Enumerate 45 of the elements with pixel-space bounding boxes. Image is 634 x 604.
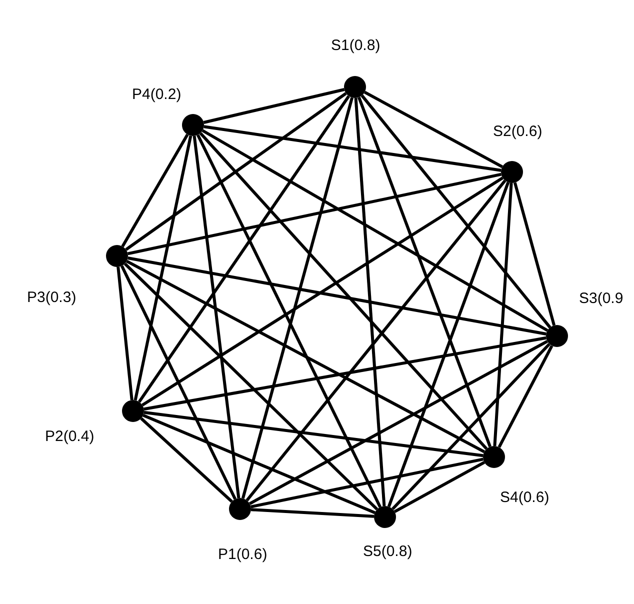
edge-line [142, 414, 376, 514]
edge-line [250, 458, 484, 508]
edge-line [128, 256, 546, 336]
edge-line [202, 129, 548, 332]
edge-line [125, 92, 347, 251]
edge-line [203, 88, 345, 124]
graph-vertex [501, 161, 523, 183]
edge-line [394, 460, 486, 514]
edge-line [127, 172, 502, 256]
edge-line [248, 340, 548, 506]
edge-line [126, 260, 485, 454]
edge-line [204, 125, 502, 172]
edge-line [192, 136, 240, 498]
graph-vertex [483, 446, 505, 468]
edge-line [121, 134, 189, 248]
graph-vertex [546, 325, 568, 347]
graph-vertex [344, 76, 366, 98]
edge-line [513, 182, 556, 326]
graph-vertex [229, 498, 251, 520]
edge-line [196, 134, 382, 508]
edge-line [116, 266, 134, 400]
edge-line [493, 182, 513, 446]
edge-line [246, 180, 506, 502]
edge-line [142, 176, 504, 406]
edge-line [358, 96, 492, 448]
edge-line [124, 262, 378, 510]
graph-vertex [182, 114, 204, 136]
graph-vertex [106, 245, 128, 267]
edge-line [144, 410, 484, 458]
edge-line [134, 136, 192, 400]
graph-vertex [122, 400, 144, 422]
edge-line [250, 508, 374, 518]
edge-line [241, 97, 354, 499]
edge-line [199, 132, 488, 450]
edge-line [498, 345, 554, 448]
graph-vertex [374, 506, 396, 528]
edge-line [392, 342, 550, 510]
edge-line [354, 98, 386, 506]
edge-line [387, 182, 510, 508]
edge-line [138, 95, 350, 403]
edge-line [360, 94, 552, 328]
edge-line [364, 90, 504, 168]
edge-line [120, 265, 237, 500]
edge-line [144, 336, 546, 411]
edge-line [140, 417, 233, 503]
